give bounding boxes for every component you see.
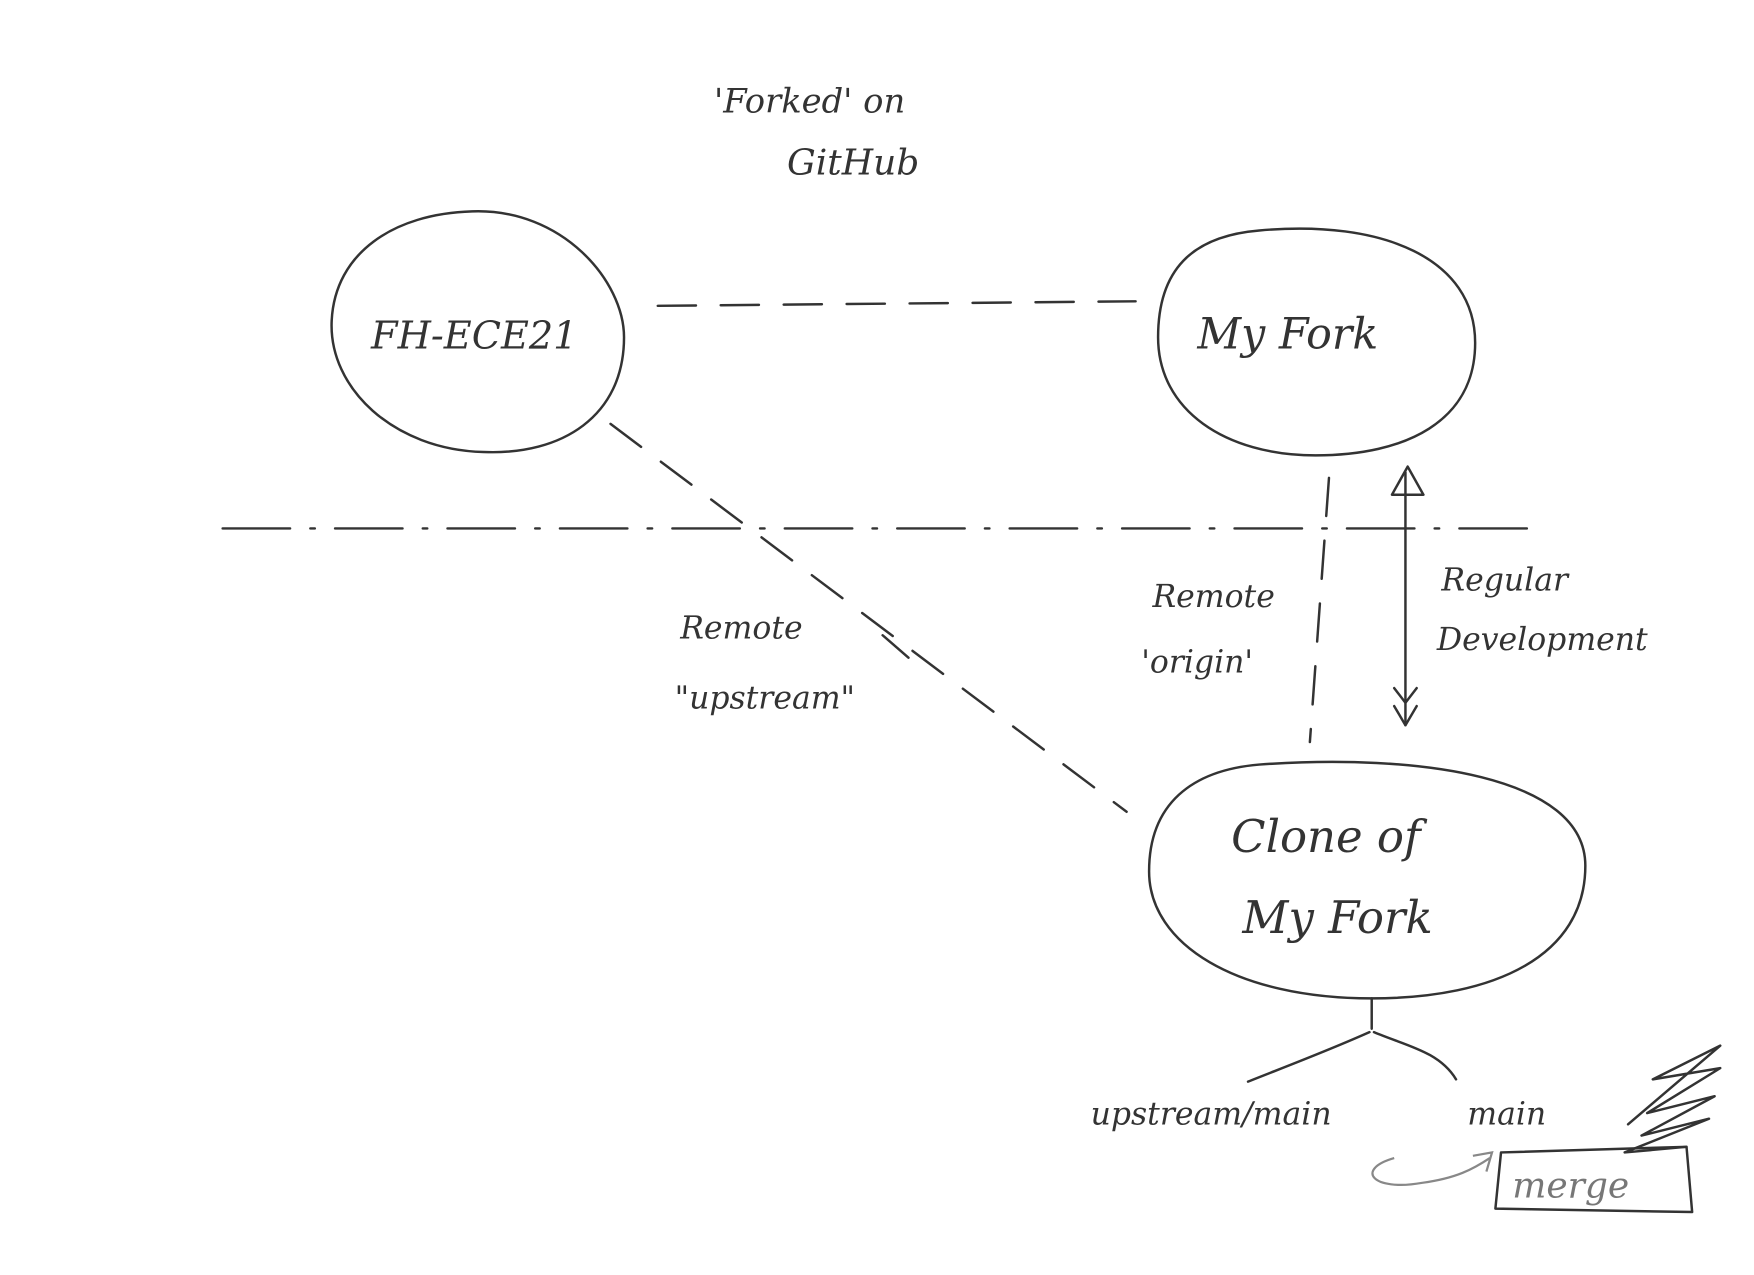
upstream-label-2: "upstream" [675,680,855,716]
node-clone: Clone of My Fork [1147,760,1587,1000]
scribble-mark [1623,1044,1722,1154]
origin-label-2: 'origin' [1141,644,1253,680]
branch-upstream-main: upstream/main [1091,1096,1332,1132]
merge-label: merge [1512,1165,1629,1206]
origin-remote-link [1308,476,1331,744]
upstream-remote-link [609,422,1128,814]
upstream-mark [881,634,910,659]
origin-label-1: Remote [1151,579,1274,615]
title-line1: 'Forked' on [714,81,905,120]
dev-label-2: Development [1436,622,1648,658]
upstream-label-1: Remote [679,611,802,647]
regular-development-arrow [1390,465,1425,727]
node-clone-label-1: Clone of [1231,810,1428,863]
node-fh-ece21-label: FH-ECE21 [370,315,577,359]
node-my-fork-label: My Fork [1196,310,1378,360]
node-my-fork: My Fork [1156,227,1477,457]
fork-link [656,300,1137,308]
title-line2: GitHub [787,142,919,183]
node-fh-ece21: FH-ECE21 [330,210,626,454]
branch-split [1246,997,1458,1083]
node-clone-label-2: My Fork [1241,891,1432,944]
merge-box [1494,1145,1694,1214]
merge-arrow-icon [1371,1151,1494,1186]
branch-main: main [1467,1096,1546,1132]
dev-label-1: Regular [1440,562,1570,598]
